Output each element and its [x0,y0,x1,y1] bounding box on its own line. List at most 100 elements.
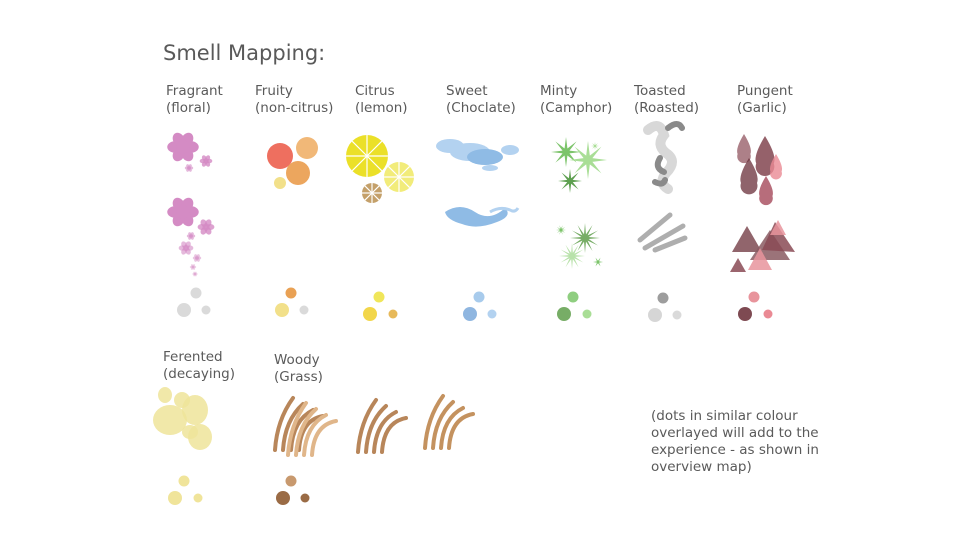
grass-blade-icon [364,404,388,454]
flower-center [203,158,209,164]
flower-petal [192,267,196,270]
category-label-sweet: Sweet(Choclate) [446,83,516,117]
flower-center [176,140,190,154]
scent-dot [363,307,377,321]
star-icon [551,137,581,167]
flower-petal [190,267,194,270]
note-text: (dots in similar colour overlayed will a… [651,408,819,475]
scent-dot [299,305,309,315]
flower-center [189,234,193,238]
scent-dot [373,291,385,303]
scent-dot [285,287,297,299]
flower-petal [190,264,194,267]
scent-dot [201,305,211,315]
grass-blade-icon [289,408,315,452]
blob-icon [158,387,172,403]
blob-icon [153,405,187,435]
cloud-icon [436,139,464,153]
scent-dot [463,307,477,321]
category-name: Citrus [355,83,395,99]
lemon-segment [387,165,400,178]
category-label-woody: Woody(Grass) [274,352,323,386]
flower-petal [193,265,197,269]
category-sub: (Grass) [274,369,323,385]
category-label-fermented: Ferented(decaying) [163,349,235,383]
star-icon [570,223,600,253]
category-name: Ferented [163,349,223,365]
grass-blade-icon [310,419,338,457]
lemon-segment [351,140,368,157]
scent-dot [285,475,297,487]
lemon-segment [364,185,373,194]
scent-dot [657,292,669,304]
scent-dot [388,309,398,319]
grass-blade-icon [356,398,378,454]
flower-petal [194,274,197,277]
flower-petal [195,273,198,275]
category-name: Woody [274,352,320,368]
flower-petal [192,264,196,267]
lemon-segment [387,176,400,189]
category-name: Pungent [737,83,793,99]
scent-dot [672,310,682,320]
lemon-segment [371,185,380,194]
flower-center [176,205,190,219]
category-name: Fragrant [166,83,223,99]
grass-blade-icon [447,412,475,450]
scent-dot [567,291,579,303]
flower-petal [192,273,195,275]
spike-icon [730,258,746,272]
category-label-fruity: Fruity(non-citrus) [255,83,333,117]
category-name: Toasted [634,83,686,99]
grass-blade-icon [439,406,465,450]
category-label-pungent: Pungent(Garlic) [737,83,793,117]
flower-center [202,223,210,231]
spike-icon [748,248,772,270]
scent-dot [582,309,592,319]
category-sub: (Garlic) [737,100,787,116]
category-name: Minty [540,83,578,99]
flower-petal [194,271,197,274]
star-icon [593,257,603,267]
grass-blade-icon [294,407,318,457]
fruit-icon [274,177,286,189]
category-label-toasted: Toasted(Roasted) [634,83,699,117]
grass-blade-icon [372,410,398,454]
cloud-icon [467,149,503,165]
drop-icon [737,134,751,164]
wave-icon [445,207,508,227]
category-sub: (Choclate) [446,100,516,116]
grass-blade-icon [286,401,308,457]
flower-center [191,265,195,269]
flower-center [193,272,197,276]
flower-center [187,166,191,170]
lemon-segment [366,155,383,172]
wave-icon [489,206,520,214]
scent-dot [190,287,202,299]
category-sub: (lemon) [355,100,408,116]
fruit-icon [286,161,310,185]
drop-icon [755,136,775,177]
grass-blade-icon [302,413,328,457]
category-name: Sweet [446,83,488,99]
spike-icon [770,220,786,235]
scent-dot [275,303,289,317]
smoke-icon [652,121,685,187]
drop-icon [769,154,783,180]
scent-dot [168,491,182,505]
scent-dot [178,475,190,487]
category-sub: (Camphor) [540,100,613,116]
category-label-citrus: Citrus(lemon) [355,83,408,117]
category-label-fragrant: Fragrant(floral) [166,83,223,117]
lemon-segment [364,192,373,201]
cloud-icon [501,145,519,155]
scent-dot [177,303,191,317]
blob-icon [174,392,190,408]
star-icon [591,142,599,150]
drop-icon [740,158,758,195]
blob-icon [182,425,198,439]
star-icon [556,225,566,235]
smoke-streak-icon [637,212,688,253]
grass-blade-icon [380,416,408,454]
